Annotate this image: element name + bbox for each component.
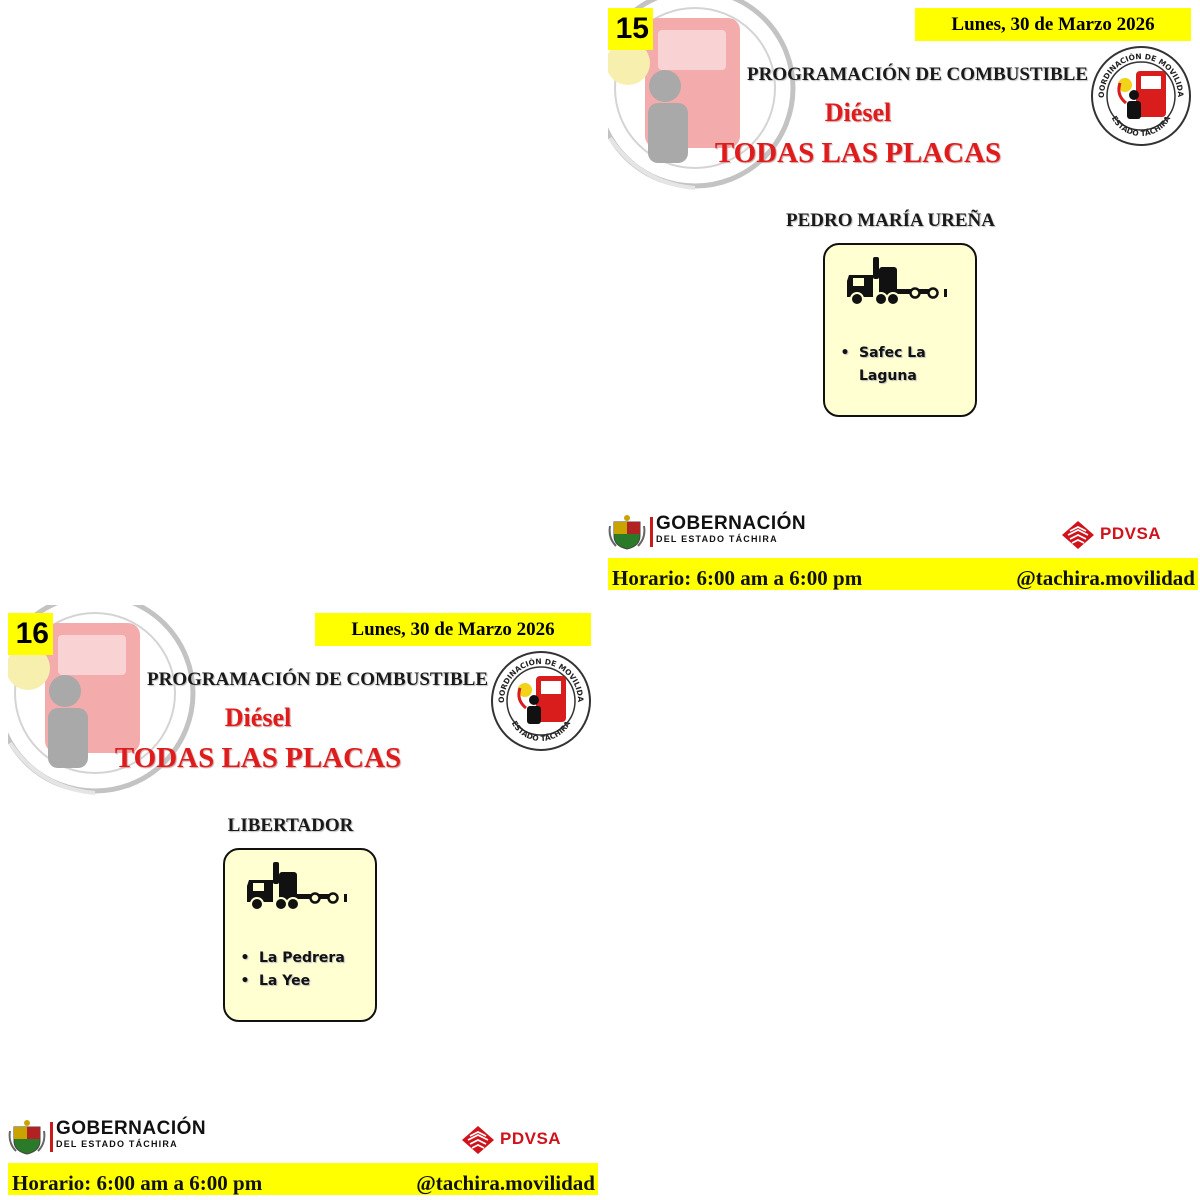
- pdvsa-text: PDVSA: [1100, 524, 1162, 543]
- fuel-pump-emblem-icon: COORDINACIÓN DE MOVILIDAD ESTADO TÁCHIRA: [490, 650, 591, 751]
- fuel-pump-emblem-icon: COORDINACIÓN DE MOVILIDAD ESTADO TÁCHIRA: [1090, 45, 1191, 146]
- fuel-type: Diésel: [824, 98, 892, 127]
- municipality-name: PEDRO MARÍA UREÑA: [786, 210, 995, 231]
- watermark-emblem-icon: [608, 0, 796, 190]
- station-list: •Safec La Laguna: [835, 342, 975, 388]
- watermark-emblem-icon: [8, 605, 196, 795]
- list-item: •Safec La Laguna: [840, 345, 926, 384]
- fuel-type: Diésel: [224, 703, 292, 732]
- pdvsa-logo-icon: [1062, 521, 1094, 549]
- program-title: PROGRAMACIÓN DE COMBUSTIBLE: [747, 64, 1088, 85]
- social-handle: @tachira.movilidad: [1016, 566, 1195, 590]
- gob-line2: DEL ESTADO TÁCHIRA: [656, 534, 778, 544]
- semi-truck-icon: [847, 257, 947, 306]
- pdvsa-logo: PDVSA: [1060, 519, 1185, 551]
- date-banner: Lunes, 30 de Marzo 2026: [315, 613, 591, 646]
- slide-number: 16: [8, 613, 53, 655]
- list-item: •La Yee: [240, 973, 311, 989]
- fuel-slide-16: 16 Lunes, 30 de Marzo 2026 PROGRAMACIÓN …: [8, 605, 598, 1195]
- schedule-text: Horario: 6:00 am a 6:00 pm: [12, 1171, 263, 1195]
- gob-line2: DEL ESTADO TÁCHIRA: [56, 1139, 178, 1149]
- date-banner: Lunes, 30 de Marzo 2026: [915, 8, 1191, 41]
- gob-line1: GOBERNACIÓN: [656, 513, 807, 534]
- state-shield-icon: [8, 1120, 46, 1155]
- footer-bar: Horario: 6:00 am a 6:00 pm @tachira.movi…: [608, 558, 1198, 590]
- fuel-slide-15: 15 Lunes, 30 de Marzo 2026 PROGRAMACIÓN …: [608, 0, 1198, 590]
- list-item: •La Pedrera: [240, 950, 345, 966]
- station-name: La Yee: [259, 973, 311, 989]
- program-title: PROGRAMACIÓN DE COMBUSTIBLE: [147, 669, 488, 690]
- station-list: •La Pedrera •La Yee: [235, 947, 375, 993]
- slide-number: 15: [608, 8, 653, 50]
- pdvsa-logo: PDVSA: [460, 1124, 585, 1156]
- station-name: Safec La Laguna: [859, 345, 926, 384]
- gobernacion-logo: GOBERNACIÓN DEL ESTADO TÁCHIRA: [8, 1119, 258, 1155]
- pdvsa-logo-icon: [462, 1126, 494, 1154]
- plates-label: TODAS LAS PLACAS: [714, 137, 1002, 169]
- station-card: •La Pedrera •La Yee: [223, 848, 377, 1022]
- gob-line1: GOBERNACIÓN: [56, 1118, 207, 1139]
- schedule-text: Horario: 6:00 am a 6:00 pm: [612, 566, 863, 590]
- footer-bar: Horario: 6:00 am a 6:00 pm @tachira.movi…: [8, 1163, 598, 1195]
- station-card: •Safec La Laguna: [823, 243, 977, 417]
- state-shield-icon: [608, 515, 646, 550]
- gobernacion-logo: GOBERNACIÓN DEL ESTADO TÁCHIRA: [608, 514, 858, 550]
- station-name: La Pedrera: [259, 950, 345, 966]
- plates-label: TODAS LAS PLACAS: [114, 742, 402, 774]
- social-handle: @tachira.movilidad: [416, 1171, 595, 1195]
- semi-truck-icon: [247, 862, 347, 911]
- municipality-name: LIBERTADOR: [227, 815, 354, 836]
- pdvsa-text: PDVSA: [500, 1129, 562, 1148]
